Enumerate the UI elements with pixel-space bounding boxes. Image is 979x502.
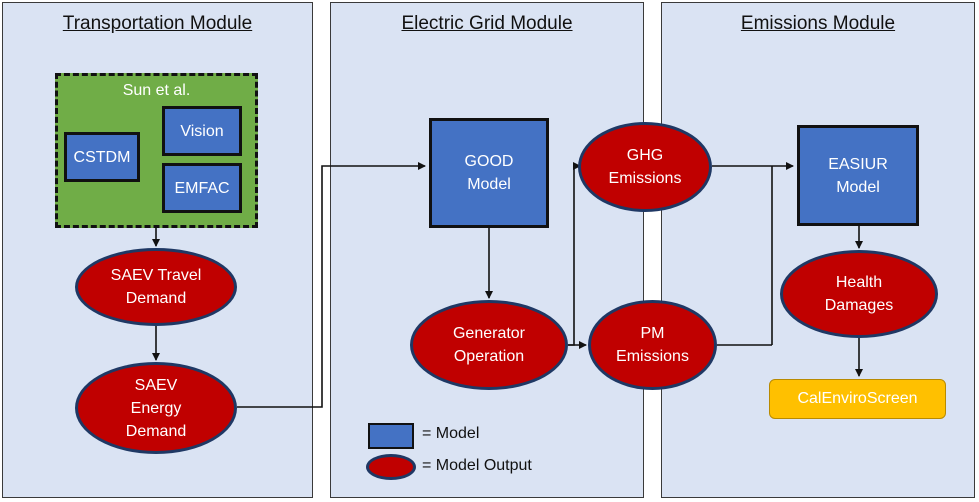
vision-model: Vision xyxy=(162,106,242,156)
sun-et-al-label: Sun et al. xyxy=(122,82,191,99)
legend-model-swatch xyxy=(368,423,414,449)
ghg-emissions-output: GHG Emissions xyxy=(578,122,712,212)
electric-grid-module-title: Electric Grid Module xyxy=(401,13,573,34)
legend-output-swatch xyxy=(366,454,416,480)
saev-energy-demand-output: SAEV Energy Demand xyxy=(75,362,237,454)
transportation-module-title: Transportation Module xyxy=(62,13,253,34)
emissions-module-panel: Emissions Module xyxy=(661,2,975,498)
generator-operation-output: Generator Operation xyxy=(410,300,568,390)
pm-emissions-output: PM Emissions xyxy=(588,300,717,390)
good-model: GOOD Model xyxy=(429,118,549,228)
health-damages-output: Health Damages xyxy=(780,250,938,338)
legend-model-text: = Model xyxy=(422,425,480,442)
cstdm-model: CSTDM xyxy=(64,132,140,182)
calenviroscreen-result: CalEnviroScreen xyxy=(769,379,946,419)
emissions-module-title: Emissions Module xyxy=(740,13,896,34)
easiur-model: EASIUR Model xyxy=(797,125,919,226)
emfac-model: EMFAC xyxy=(162,163,242,213)
legend-model-output-text: = Model Output xyxy=(422,457,532,474)
saev-travel-demand-output: SAEV Travel Demand xyxy=(75,248,237,326)
